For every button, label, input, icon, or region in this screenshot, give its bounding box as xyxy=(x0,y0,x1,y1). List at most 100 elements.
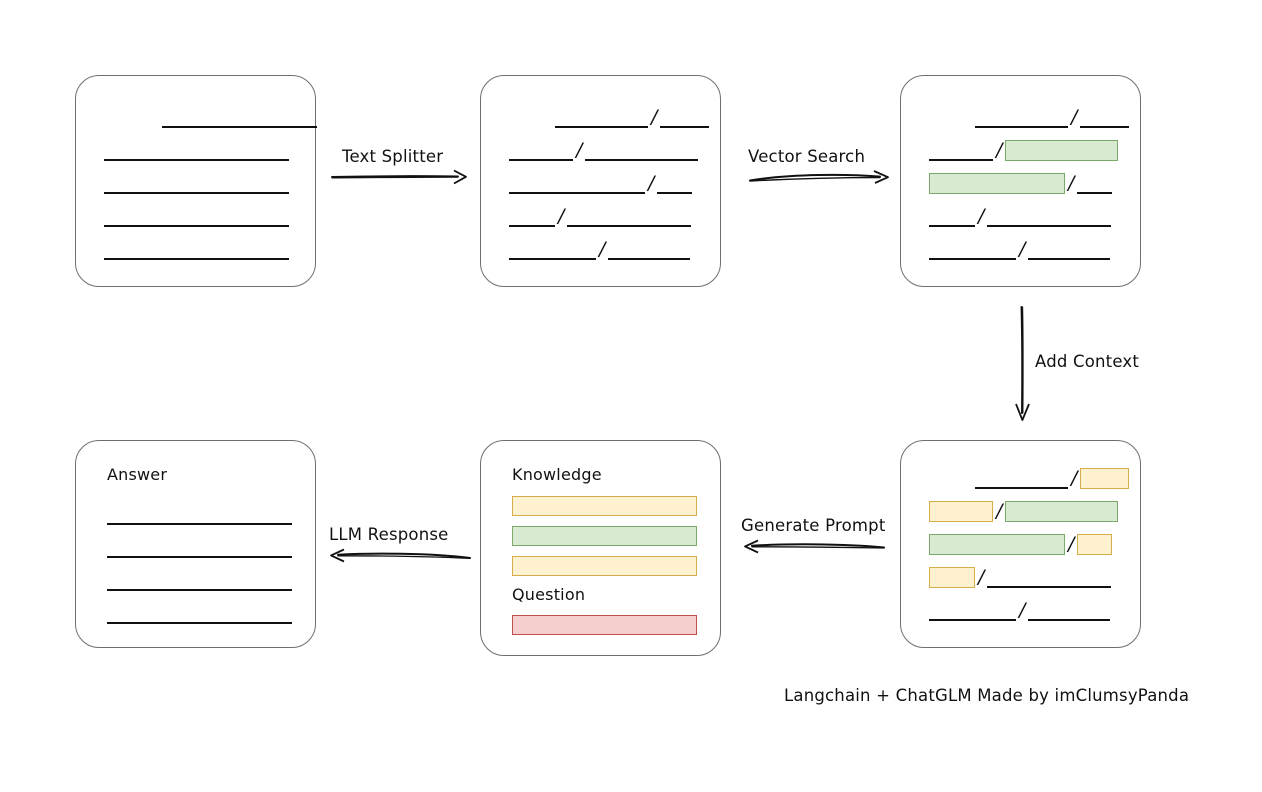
slash-separator: / xyxy=(576,139,583,161)
card-vector-matched-chunks: / / / / / xyxy=(900,75,1141,287)
text-underline xyxy=(509,172,645,194)
text-underline xyxy=(1077,172,1113,194)
text-row: / xyxy=(929,139,1119,161)
text-underline xyxy=(107,602,292,624)
text-underline xyxy=(509,139,573,161)
arrow-label-add-context: Add Context xyxy=(1035,352,1140,371)
text-underline xyxy=(929,238,1016,260)
split-chunks-lines: / / / / / xyxy=(481,76,720,286)
question-bar-red xyxy=(512,615,697,635)
chunk-highlight-green xyxy=(1005,500,1119,522)
slash-separator: / xyxy=(996,139,1003,161)
text-underline xyxy=(987,566,1112,588)
text-row xyxy=(104,106,317,128)
text-underline xyxy=(107,536,292,558)
slash-separator: / xyxy=(978,566,985,588)
text-row xyxy=(107,602,292,624)
text-underline xyxy=(104,205,289,227)
text-underline xyxy=(104,139,289,161)
arrow-generate-prompt xyxy=(744,539,885,554)
text-row xyxy=(104,238,289,260)
chunk-highlight-green xyxy=(1005,139,1119,161)
chunk-highlight-green xyxy=(929,172,1065,194)
text-underline xyxy=(929,139,993,161)
card-source-document xyxy=(75,75,317,287)
text-row xyxy=(107,569,292,591)
slash-separator: / xyxy=(651,106,658,128)
text-row: / xyxy=(509,238,691,260)
text-row xyxy=(104,139,289,161)
text-underline xyxy=(975,106,1068,128)
text-row xyxy=(104,172,289,194)
text-underline xyxy=(104,172,289,194)
text-row: / xyxy=(929,238,1111,260)
arrow-text-splitter xyxy=(331,169,467,185)
footer-credit: Langchain + ChatGLM Made by imClumsyPand… xyxy=(784,686,1190,705)
text-row: / xyxy=(929,205,1112,227)
text-underline xyxy=(975,467,1068,489)
text-underline xyxy=(657,172,693,194)
text-row xyxy=(104,205,289,227)
arrow-label-generate-prompt: Generate Prompt xyxy=(741,516,886,535)
slash-separator: / xyxy=(1071,106,1078,128)
chunk-highlight-yellow xyxy=(929,566,975,588)
text-underline xyxy=(567,205,692,227)
slash-separator: / xyxy=(1071,467,1078,489)
text-underline xyxy=(1028,599,1111,621)
text-row: / xyxy=(509,139,699,161)
arrow-llm-response xyxy=(330,548,471,563)
text-underline xyxy=(107,569,292,591)
knowledge-bar-yellow xyxy=(512,556,697,576)
text-row: / xyxy=(509,172,693,194)
slash-separator: / xyxy=(1019,238,1026,260)
answer-lines xyxy=(76,441,315,647)
answer-title: Answer xyxy=(107,465,168,484)
text-row: / xyxy=(929,566,1112,588)
slash-separator: / xyxy=(558,205,565,227)
text-row: / xyxy=(929,172,1113,194)
text-row: / xyxy=(975,467,1130,489)
text-underline xyxy=(107,503,292,525)
knowledge-bar-green xyxy=(512,526,697,546)
card-answer: Answer xyxy=(75,440,316,648)
chunk-highlight-yellow xyxy=(1077,533,1113,555)
chunk-highlight-yellow xyxy=(929,500,993,522)
slash-separator: / xyxy=(978,205,985,227)
question-title: Question xyxy=(512,585,586,604)
slash-separator: / xyxy=(996,500,1003,522)
text-row: / xyxy=(929,500,1119,522)
chunk-highlight-yellow xyxy=(1080,467,1130,489)
text-underline xyxy=(1028,238,1111,260)
text-underline xyxy=(987,205,1112,227)
slash-separator: / xyxy=(1068,533,1075,555)
text-row: / xyxy=(929,533,1113,555)
knowledge-title: Knowledge xyxy=(512,465,602,484)
text-row: / xyxy=(555,106,710,128)
vector-matched-lines: / / / / / xyxy=(901,76,1140,286)
card-prompt: Knowledge Question xyxy=(480,440,721,656)
context-added-lines: / / / / / xyxy=(901,441,1140,647)
arrow-label-llm-response: LLM Response xyxy=(329,525,449,544)
text-underline xyxy=(929,205,975,227)
prompt-bars xyxy=(481,441,720,655)
text-row: / xyxy=(975,106,1130,128)
text-underline xyxy=(608,238,691,260)
arrow-vector-search xyxy=(749,170,889,184)
slash-separator: / xyxy=(1068,172,1075,194)
text-row xyxy=(107,536,292,558)
text-underline xyxy=(509,238,596,260)
text-underline xyxy=(509,205,555,227)
text-underline xyxy=(929,599,1016,621)
arrow-label-vector-search: Vector Search xyxy=(748,147,866,166)
text-row xyxy=(107,503,292,525)
slash-separator: / xyxy=(1019,599,1026,621)
text-underline xyxy=(555,106,648,128)
text-row: / xyxy=(929,599,1111,621)
arrow-label-text-splitter: Text Splitter xyxy=(342,147,444,166)
text-underline xyxy=(1080,106,1130,128)
arrow-add-context xyxy=(1015,306,1030,421)
text-underline xyxy=(104,238,289,260)
knowledge-bar-yellow xyxy=(512,496,697,516)
source-document-lines xyxy=(76,76,317,286)
